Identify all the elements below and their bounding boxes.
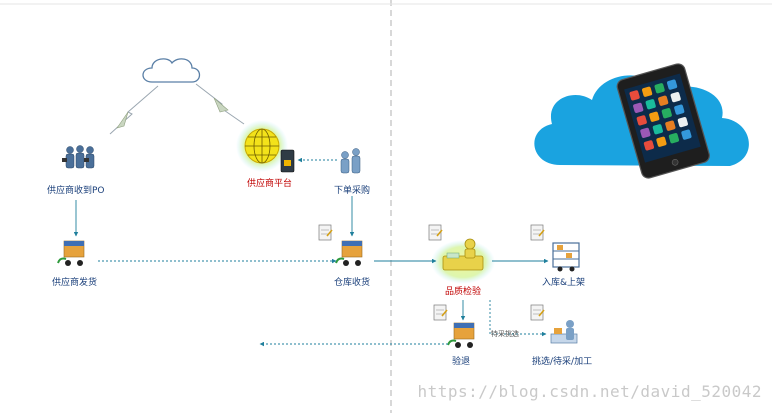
quality-check-icon	[431, 238, 495, 284]
label-warehouse-receive: 仓库收货	[334, 278, 371, 288]
label-supplier-ship: 供应商发货	[52, 278, 98, 288]
network-cloud-icon	[142, 58, 201, 83]
worker-process-icon	[550, 320, 578, 344]
forklift-shelf-icon	[552, 242, 580, 272]
supplier-ship-icon	[57, 240, 85, 266]
label-supplier-platform: 供应商平台	[247, 179, 293, 189]
app-icon	[652, 124, 663, 135]
edge-qc-to-pick	[489, 300, 547, 337]
app-icon	[667, 79, 678, 90]
purchaser-people-icon	[340, 148, 361, 174]
app-icon	[649, 111, 660, 122]
app-icon	[665, 120, 676, 131]
app-icon	[645, 99, 656, 110]
label-place-order: 下单采购	[334, 186, 371, 196]
label-quality-check: 品质检验	[445, 287, 482, 297]
document-icon	[530, 304, 545, 321]
smartphone-icon	[616, 63, 710, 179]
app-icon	[674, 104, 685, 115]
return-icon	[447, 322, 475, 348]
app-icon	[681, 129, 692, 140]
label-return: 验退	[452, 357, 471, 367]
lightning-link-left	[109, 85, 159, 135]
document-icon	[318, 224, 333, 241]
lightning-link-right	[195, 83, 245, 125]
app-icon	[633, 102, 644, 113]
app-icon	[629, 90, 640, 101]
warehouse-receive-icon	[335, 240, 363, 266]
app-icon	[668, 133, 680, 144]
app-icon	[640, 127, 651, 138]
label-supplier-receive-po: 供应商收到PO	[47, 186, 105, 196]
app-icon	[658, 95, 669, 106]
label-pick-process: 挑选/待采/加工	[532, 357, 593, 367]
document-icon	[428, 224, 443, 241]
app-icon	[636, 115, 647, 126]
document-icon	[530, 224, 545, 241]
app-icon	[677, 117, 688, 128]
app-icon	[661, 108, 672, 119]
app-icon	[654, 83, 665, 94]
app-icon	[643, 140, 655, 151]
app-icon	[670, 92, 681, 103]
app-icon	[656, 136, 667, 147]
label-special-edge: 特采挑选	[491, 330, 519, 338]
watermark-text: https://blog.csdn.net/david_520042	[417, 382, 762, 401]
app-icon	[642, 86, 653, 97]
label-inbound-shelve: 入库&上架	[542, 278, 586, 288]
supplier-people-icon	[62, 145, 95, 169]
globe-platform-icon	[236, 120, 295, 173]
document-icon	[433, 304, 448, 321]
